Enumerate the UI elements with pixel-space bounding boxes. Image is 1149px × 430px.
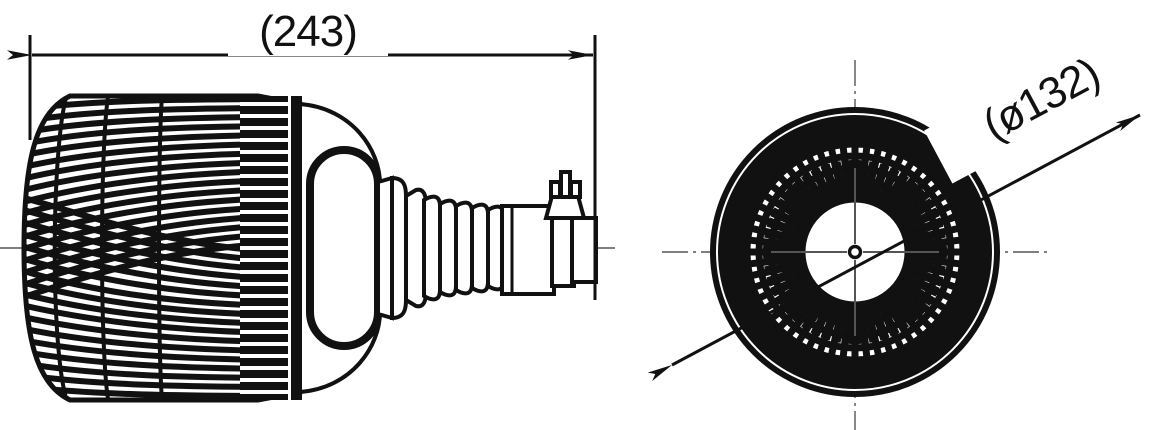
dimension-overall-length: (243) <box>7 7 597 300</box>
finned-lamp-body <box>21 93 303 403</box>
front-view: (ø132) <box>647 19 1149 430</box>
dimension-label-length: (243) <box>259 7 357 56</box>
rear-housing-panel <box>306 146 382 350</box>
side-view: (243) <box>0 7 615 403</box>
rear-housing <box>298 101 382 395</box>
dimension-text-mask <box>228 8 388 56</box>
diameter-text-mask <box>924 19 1149 184</box>
fin-band <box>240 96 302 400</box>
diameter-leader-line <box>647 113 1141 382</box>
cable-gland <box>550 212 598 288</box>
terminal-pins <box>543 170 587 220</box>
bellows-convolutions <box>422 194 506 302</box>
cable-boot <box>376 175 428 321</box>
